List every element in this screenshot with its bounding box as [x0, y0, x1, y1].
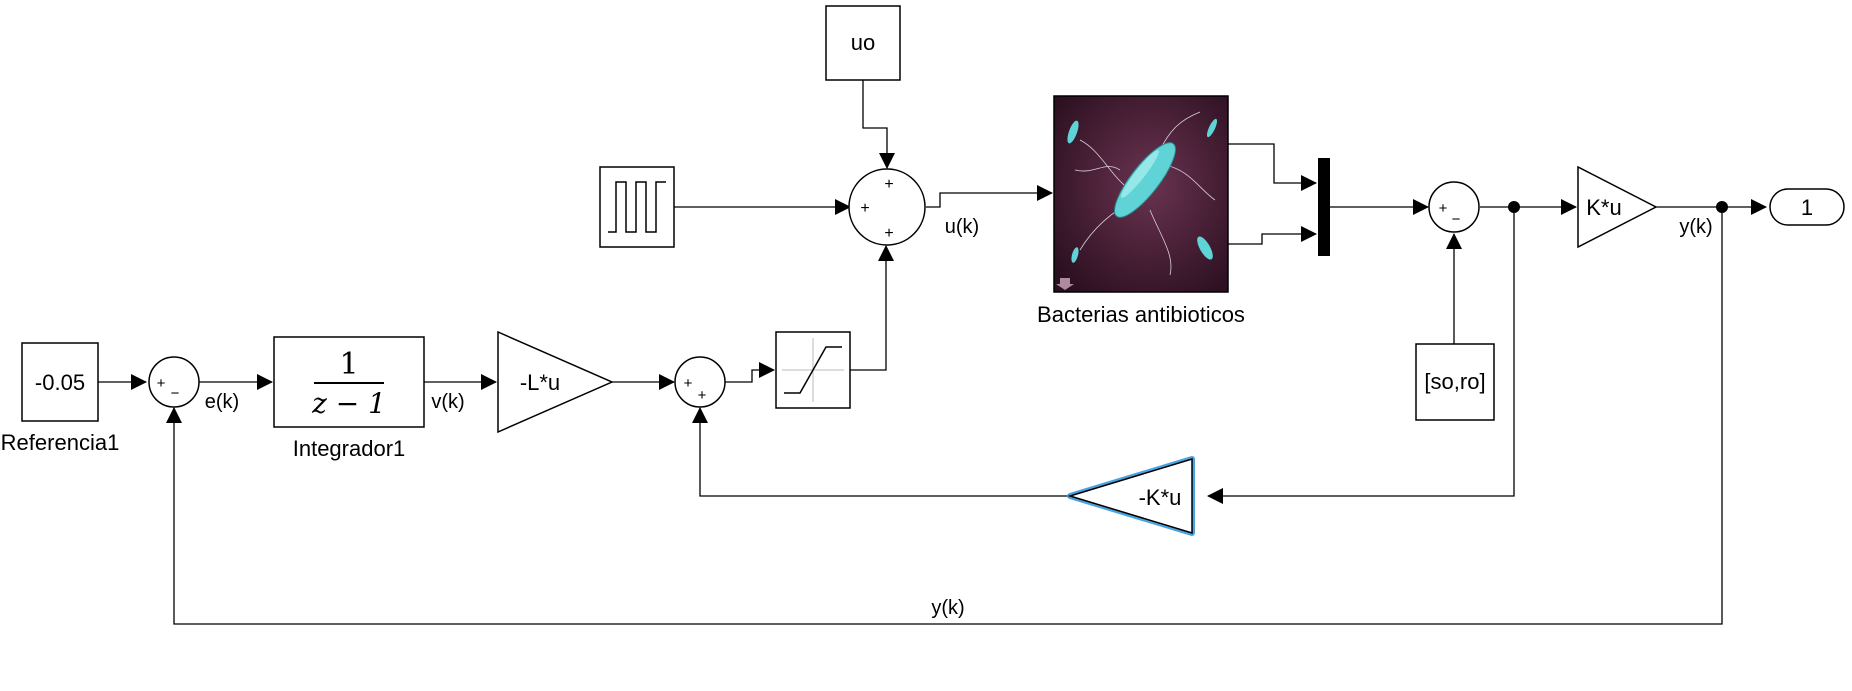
outport-block[interactable]: 1	[1769, 188, 1845, 226]
uo-label: uo	[851, 30, 875, 55]
saturation-block[interactable]	[775, 331, 851, 409]
branch-dot-x	[1508, 201, 1520, 213]
sum-u-sign-left: +	[860, 200, 869, 217]
reference-block[interactable]: -0.05	[21, 342, 99, 422]
sum-mid-block[interactable]: + +	[674, 356, 726, 408]
soro-label: [so,ro]	[1424, 369, 1485, 394]
wire-u	[926, 185, 1053, 208]
signal-label-v: v(k)	[431, 391, 464, 413]
bacteria-icon	[1067, 111, 1218, 276]
wire-y-feedback	[166, 207, 1723, 625]
reference-name: Referencia1	[1, 430, 120, 455]
sum-out-sign-1: +	[1439, 200, 1448, 217]
signal-label-y: y(k)	[1679, 216, 1712, 238]
integrator-denominator: z − 1	[311, 387, 386, 420]
gain-L-block[interactable]: -L*u	[497, 330, 614, 434]
plant-name: Bacterias antibioticos	[1037, 302, 1245, 327]
sum-ref-sign-2: −	[171, 385, 180, 402]
outport-label: 1	[1801, 195, 1813, 220]
gain-L-label: -L*u	[520, 370, 560, 395]
sum-ref-sign-1: +	[157, 375, 166, 392]
sum-out-sign-2: −	[1452, 211, 1461, 228]
wire-x-feedback	[1207, 207, 1515, 504]
plant-subsystem-block[interactable]	[1053, 95, 1229, 293]
sum-mid-sign-2: +	[698, 387, 707, 404]
wire-plant-out2	[1228, 226, 1317, 245]
wire-uo	[862, 80, 895, 169]
pulse-generator-block[interactable]	[599, 166, 675, 248]
reference-value: -0.05	[35, 370, 85, 395]
signal-label-feedback: y(k)	[931, 597, 964, 619]
soro-constant-block[interactable]: [so,ro]	[1415, 343, 1495, 421]
mux-block[interactable]	[1318, 158, 1330, 256]
sum-mid-sign-1: +	[684, 375, 693, 392]
gain-K-block[interactable]: K*u	[1577, 165, 1658, 249]
sum-ref-block[interactable]: + −	[148, 356, 200, 408]
saturation-curve	[784, 346, 842, 394]
sum-u-sign-top: +	[884, 176, 893, 193]
feedback-gain-label: -K*u	[1139, 485, 1182, 510]
branch-dot-y	[1716, 201, 1728, 213]
pulse-waveform	[608, 181, 666, 233]
wire-sat-to-sum-u	[850, 245, 894, 371]
wire-plant-out1	[1228, 143, 1317, 191]
sum-u-block[interactable]: + + +	[848, 168, 926, 246]
integrator-numerator: 1	[339, 347, 358, 382]
gain-K-label: K*u	[1586, 195, 1621, 220]
signal-label-u: u(k)	[945, 216, 979, 238]
sum-out-block[interactable]: + −	[1428, 181, 1480, 233]
uo-constant-block[interactable]: uo	[825, 5, 901, 81]
wire-K-to-sum	[692, 407, 1072, 497]
integrator-block[interactable]: 1 z − 1	[273, 336, 425, 428]
subsystem-arrow-icon	[1056, 278, 1074, 290]
feedback-gain-block[interactable]: -K*u	[1067, 456, 1195, 536]
signal-label-error: e(k)	[205, 391, 239, 413]
wire-sum-to-sat	[724, 362, 775, 383]
integrator-name: Integrador1	[293, 436, 406, 461]
sum-u-sign-bottom: +	[884, 225, 893, 242]
signal-lines	[98, 80, 1767, 625]
